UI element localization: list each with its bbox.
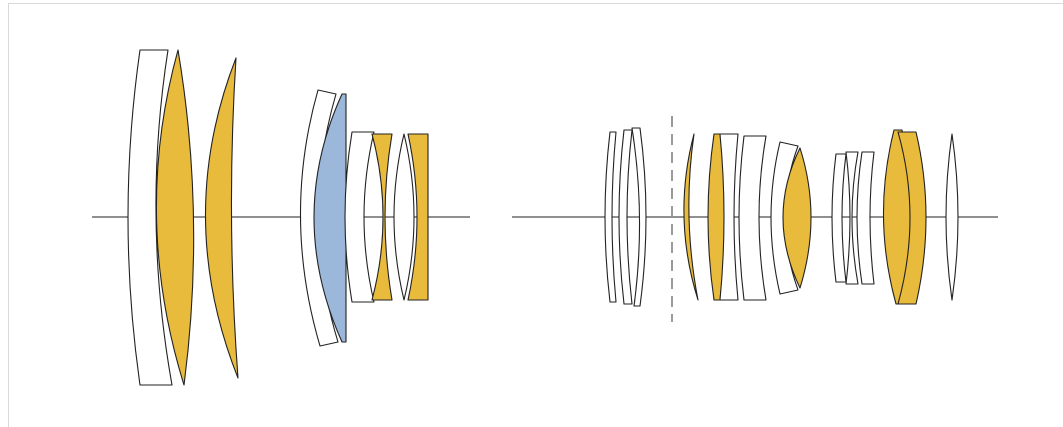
lens-element-13 [683,133,699,301]
lens-element-23 [897,131,927,305]
front-group [127,49,429,386]
lens-element-10 [604,131,617,303]
lens-element-21 [856,151,875,285]
lens-element-24 [945,133,959,301]
lens-element-12 [631,127,647,307]
lens-element-16 [738,135,767,301]
lens-element-3 [204,57,239,379]
lens-element-11 [618,129,633,305]
lens-element-15 [719,133,739,301]
lens-element-2 [155,49,195,386]
figure-frame [8,3,1063,427]
rear-group [604,127,959,307]
lens-element-7 [371,133,393,301]
lens-element-5 [313,93,347,343]
lens-element-9 [407,133,429,301]
lens-element-18 [782,147,812,289]
lens-element-20 [845,151,859,285]
lens-element-8 [393,133,415,301]
lens-element-1 [127,49,173,386]
lens-element-19 [831,153,847,283]
lens-element-6 [344,131,375,303]
